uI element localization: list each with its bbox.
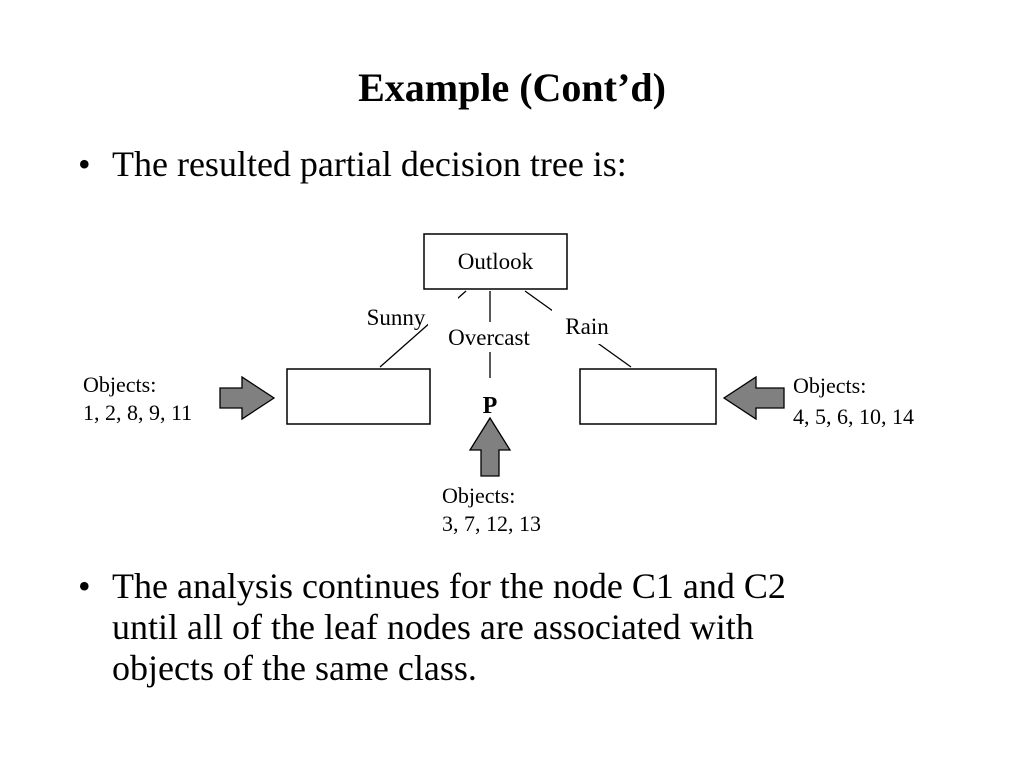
bullet-text-line-3: objects of the same class. [112, 648, 477, 688]
branch-label-sunny: Sunny [367, 305, 426, 330]
label-gap-rain [552, 300, 610, 344]
bullet-text-line-1: The analysis continues for the node C1 a… [112, 566, 786, 606]
bullet-marker: • [78, 144, 91, 184]
label-gap-overcast [436, 322, 544, 352]
bullet-text-line-2: until all of the leaf nodes are associat… [112, 607, 754, 647]
root-node-label: Outlook [458, 249, 534, 274]
arrow-up-icon [468, 416, 512, 477]
objects-right-ids: 4, 5, 6, 10, 14 [793, 404, 914, 429]
objects-left-ids: 1, 2, 8, 9, 11 [83, 400, 192, 425]
bullet-marker: • [78, 566, 91, 606]
child-node-sunny-box [286, 368, 431, 425]
branch-label-rain: Rain [565, 314, 609, 339]
arrow-left-icon [722, 375, 785, 421]
objects-left-caption: Objects: [83, 372, 156, 397]
objects-bottom-ids: 3, 7, 12, 13 [442, 511, 541, 536]
child-node-rain-box [579, 368, 717, 425]
slide-title: Example (Cont’d) [358, 65, 666, 110]
branch-label-overcast: Overcast [448, 325, 530, 350]
bullet-text: The resulted partial decision tree is: [112, 144, 627, 184]
arrow-right-icon [219, 375, 276, 421]
objects-bottom-caption: Objects: [442, 483, 515, 508]
objects-right-caption: Objects: [793, 373, 866, 398]
leaf-overcast-label: P [483, 393, 498, 419]
root-node-box [423, 233, 568, 290]
